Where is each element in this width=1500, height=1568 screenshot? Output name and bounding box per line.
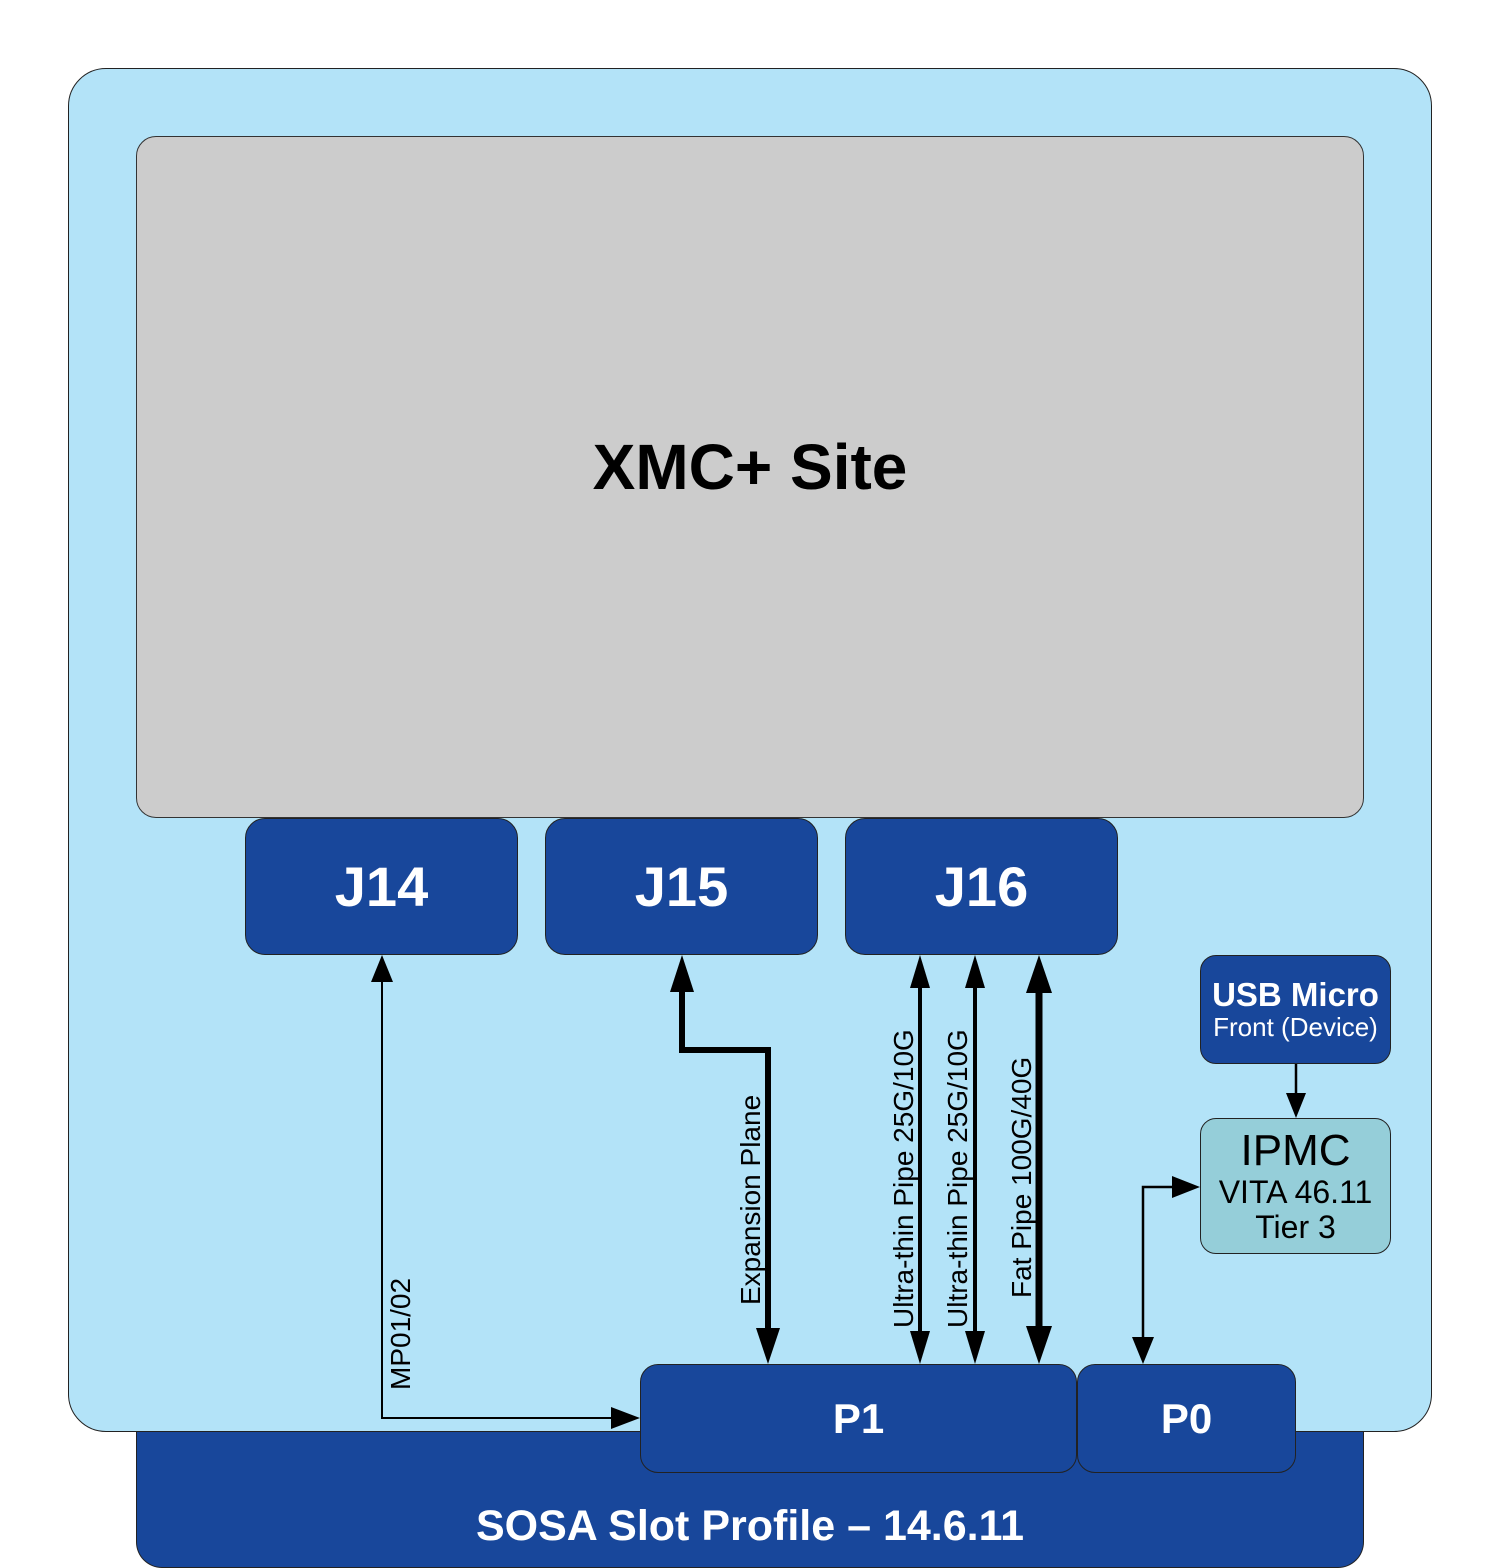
fat-arrow-down: [1026, 1326, 1052, 1364]
mp-link: MP01/02: [371, 955, 640, 1429]
mp-label: MP01/02: [385, 1278, 416, 1390]
ultra-thin-link-2: Ultra-thin Pipe 25G/10G: [942, 955, 985, 1364]
slot-profile-label: SOSA Slot Profile – 14.6.11: [475, 1502, 1025, 1550]
ultra-thin-link-1: Ultra-thin Pipe 25G/10G: [888, 955, 930, 1364]
mp-arrow-up: [371, 955, 393, 982]
p0-to-ipmc-link: [1132, 1176, 1200, 1364]
j16-label: J16: [934, 855, 1029, 918]
expansion-link: Expansion Plane: [670, 955, 780, 1364]
xmc-site-label: XMC+ Site: [592, 431, 908, 503]
p0-label: P0: [1160, 1394, 1213, 1442]
p0-ipmc-arrow-down: [1132, 1337, 1154, 1364]
connector-j15: J15: [545, 818, 818, 955]
connector-j16: J16: [845, 818, 1118, 955]
ipmc-block: IPMC VITA 46.11 Tier 3: [1200, 1118, 1391, 1254]
usb-subtitle: Front (Device): [1213, 1012, 1378, 1043]
connector-j14: J14: [245, 818, 518, 955]
p1-label: P1: [832, 1394, 885, 1442]
fat-pipe-link: Fat Pipe 100G/40G: [1006, 955, 1052, 1364]
mp-arrow-right: [611, 1407, 640, 1429]
fat-label: Fat Pipe 100G/40G: [1006, 1057, 1037, 1298]
ultra1-label: Ultra-thin Pipe 25G/10G: [888, 1029, 919, 1328]
j15-label: J15: [634, 855, 729, 918]
expansion-label: Expansion Plane: [735, 1095, 766, 1305]
expansion-arrow-down: [756, 1328, 780, 1364]
p0-ipmc-arrow-right: [1172, 1176, 1200, 1198]
usb-micro-block: USB Micro Front (Device): [1200, 955, 1391, 1064]
usb-ipmc-arrow: [1286, 1093, 1306, 1118]
ultra2-arrow-up: [965, 955, 985, 988]
ipmc-title: IPMC: [1240, 1125, 1351, 1175]
usb-to-ipmc-link: [1286, 1064, 1306, 1118]
expansion-line: [679, 992, 771, 1330]
backplane-connector-p1: P1: [640, 1364, 1077, 1473]
ultra1-arrow-up: [910, 955, 930, 988]
ipmc-line-1: VITA 46.11: [1218, 1174, 1373, 1210]
backplane-connector-p0: P0: [1077, 1364, 1296, 1473]
mp-line: [381, 980, 614, 1419]
ultra2-label: Ultra-thin Pipe 25G/10G: [942, 1029, 973, 1328]
ultra1-arrow-down: [910, 1331, 930, 1364]
j14-label: J14: [334, 855, 429, 918]
usb-title: USB Micro: [1212, 976, 1379, 1014]
fat-arrow-up: [1026, 955, 1052, 993]
xmc-site-block: XMC+ Site: [136, 136, 1364, 818]
expansion-arrow-up: [670, 955, 694, 992]
ipmc-line-2: Tier 3: [1255, 1209, 1336, 1246]
ultra2-arrow-down: [965, 1331, 985, 1364]
p0-ipmc-line: [1141, 1185, 1175, 1338]
